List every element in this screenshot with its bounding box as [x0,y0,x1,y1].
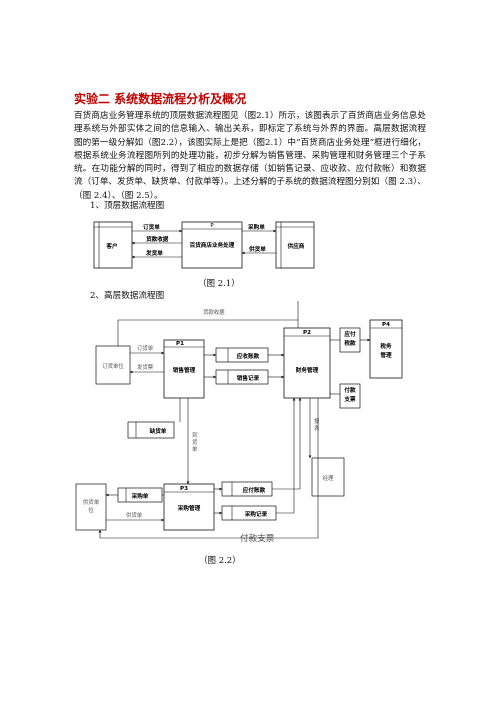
flow-supply-order-2: 供货单 [126,511,143,519]
store-purchase-record-label: 采购记录 [245,510,268,518]
process-id: P [210,223,214,229]
store-payment-expense-line2: 支票 [343,395,356,403]
process-p1 [163,339,205,399]
flow-supply-order: 供货单 [248,245,266,253]
store-shortage [127,421,175,439]
store-sales-record-label: 销售记录 [237,374,260,382]
supplier-label: 供应商 [287,242,305,250]
store-shortage-label: 缺货单 [150,427,167,435]
flow-payment-out: 付款支票 [240,532,275,544]
store-purchase-order-label: 采购单 [132,492,149,500]
process-box [181,221,243,269]
store-payment-expense-line1: 付款 [344,386,356,394]
ordering-unit-label: 订货单位 [102,362,124,370]
svg-text:表: 表 [314,424,320,432]
flow-order-2: 订货单 [137,344,154,352]
p2-id: P2 [303,330,311,336]
flow-purchase-order: 采购单 [248,223,265,231]
supplier-entity [275,221,315,269]
intro-paragraph: 百货商店业务管理系统的顶层数据流程图见（图2.1）所示，该图表示了百货商店业务信… [74,111,426,201]
svg-text:管理: 管理 [380,351,392,359]
customer-label: 客户 [105,242,117,250]
ordering-unit-entity [95,345,131,385]
process-p4 [369,319,403,379]
section-heading-2: 2、高层数据流程图 [90,291,165,301]
process-p2 [283,327,331,399]
document-title: 实验二 系统数据流程分析及概况 [74,92,247,106]
p1-name: 销售管理 [173,366,196,374]
flow-invoice: 发货单 [145,249,163,257]
p4-id: P4 [382,322,390,328]
process-p3 [163,483,215,531]
p2-name: 财务管理 [296,366,319,374]
manager-label: 经理 [323,474,334,482]
caption-2-1: （图 2.1） [198,279,240,289]
store-payable-account-label: 应付账款 [243,486,266,494]
flow-order: 订货单 [143,223,160,231]
manager-entity [311,457,345,497]
store-payable-tax-line1: 应付 [344,330,356,338]
store-receivable-label: 应收账款 [237,352,260,360]
supplier-unit-entity [75,483,107,531]
process-label: 百货商店业务处理 [190,241,235,249]
caption-2-2: （图 2.2） [199,556,241,566]
svg-text:报: 报 [314,417,320,425]
svg-text:到: 到 [192,432,197,439]
p3-name: 采购管理 [178,504,201,512]
flow-payment-receipt: 货款收据 [145,235,169,243]
p1-id: P1 [176,341,184,347]
section-heading-1: 1、顶层数据流程图 [90,201,165,211]
flow-invoice-2: 发货票 [137,363,154,371]
store-payable-tax-line2: 税款 [344,339,356,347]
flow-payment-receipt-top: 货款收据 [203,308,225,316]
p3-id: P3 [180,486,188,492]
store-payment-expense [339,383,361,409]
svg-text:位: 位 [88,506,94,514]
svg-text:单: 单 [192,445,198,453]
customer-entity [93,221,133,269]
svg-text:税务: 税务 [380,342,392,350]
svg-text:供货单: 供货单 [83,498,100,506]
svg-text:货: 货 [192,438,198,446]
